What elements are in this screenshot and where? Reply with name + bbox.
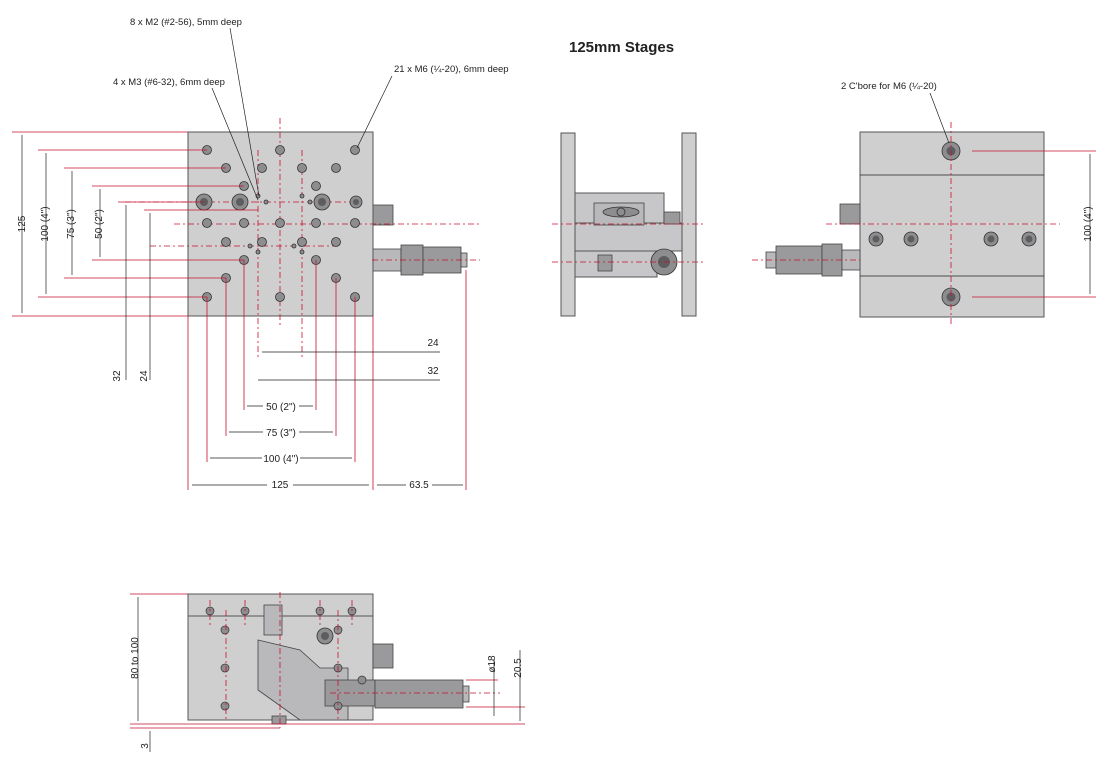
dim-h125: 125 [272,480,289,491]
dim-h100: 100 (4") [263,454,298,465]
top-left-dims: 125 100 (4") 75 (3") 50 (2") 32 24 [12,131,258,382]
dim-h75: 75 (3") [266,428,296,439]
page-title: 125mm Stages [569,39,674,56]
top-bottom-dims: 125 63.5 100 (4") 75 (3") 50 (2") 24 32 [187,260,467,491]
dim-height: 80 to 100 [130,637,141,679]
dim-h50: 50 (2") [266,402,296,413]
callout-m6: 21 x M6 (¼-20), 6mm deep [394,64,509,75]
callouts: 8 x M2 (#2-56), 5mm deep 4 x M3 (#6-32),… [113,17,509,201]
dim-v50: 50 (2") [94,209,105,239]
side-view: 80 to 100 3 ø18 20.5 [130,592,525,752]
dim-v75: 75 (3") [66,209,77,239]
dim-v32: 32 [112,370,123,382]
dim-right-v100: 100 (4") [1083,206,1094,241]
front-view [552,132,706,317]
m2-holes [247,193,313,255]
dim-h24: 24 [427,338,439,349]
right-view: 100 (4") 2 C'bore for M6 (¼-20) [752,81,1096,326]
micrometer-right [765,203,861,277]
dim-v125: 125 [17,215,28,232]
callout-m2: 8 x M2 (#2-56), 5mm deep [130,17,242,28]
micrometer-top [372,204,468,276]
dim-h63-5: 63.5 [409,480,429,491]
dim-v24: 24 [139,370,150,382]
dim-20-5: 20.5 [513,658,524,678]
callout-cbore: 2 C'bore for M6 (¼-20) [841,81,937,92]
dim-base: 3 [140,743,151,749]
top-view: 125 100 (4") 75 (3") 50 (2") 32 24 [12,17,509,491]
dim-v100: 100 (4") [40,206,51,241]
dim-h32: 32 [427,366,439,377]
callout-m3: 4 x M3 (#6-32), 6mm deep [113,77,225,88]
dim-dia18: ø18 [487,655,498,673]
